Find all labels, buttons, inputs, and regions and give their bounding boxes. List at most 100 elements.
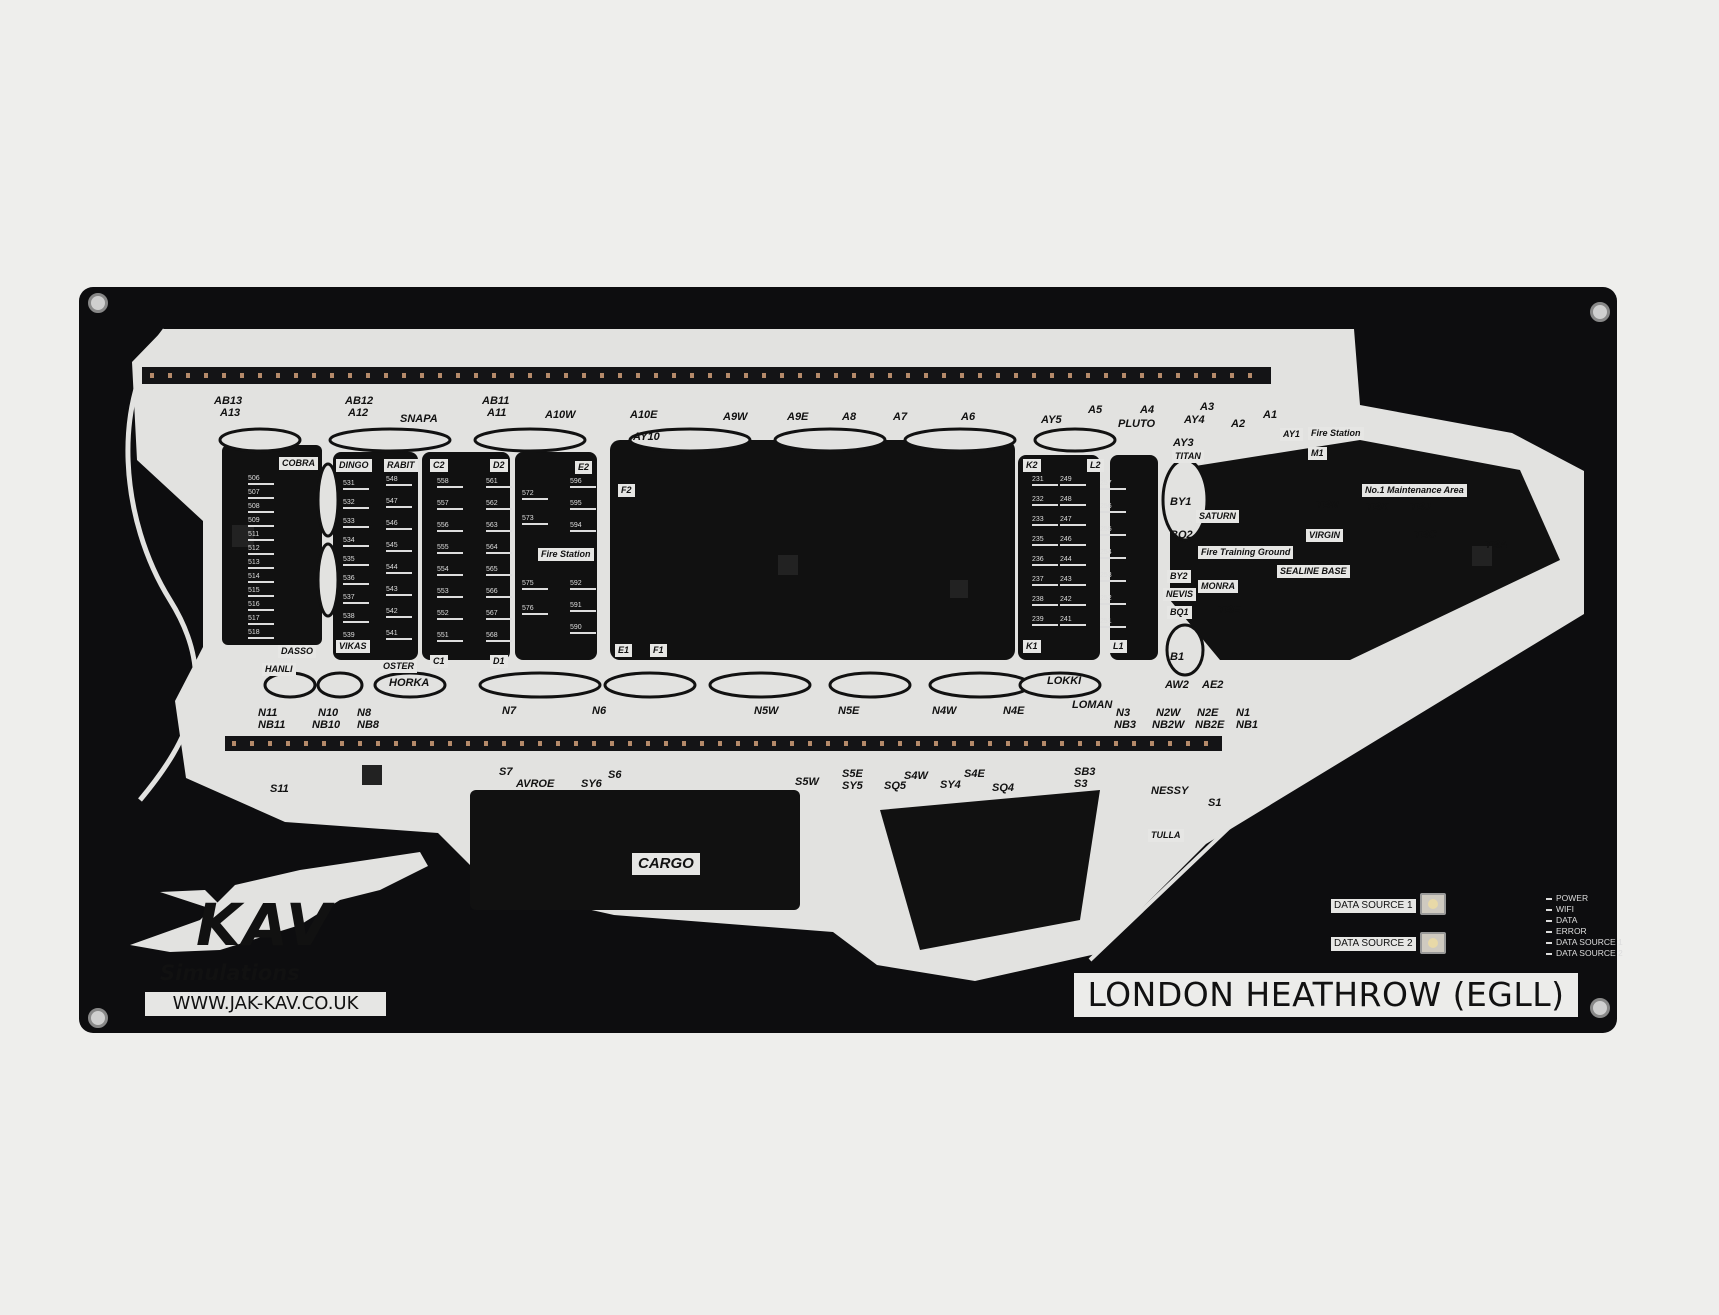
map-label-ay1: AY1 (1280, 428, 1303, 441)
stand-number: 248 (1060, 496, 1086, 506)
stand-number: 255 (1100, 526, 1126, 536)
map-label-tbe: TBE (1218, 604, 1240, 616)
map-label-n8: N8 (357, 707, 372, 719)
map-label-c2: C2 (430, 459, 448, 472)
stand-number: 254 (1100, 549, 1126, 559)
data-source-2-label: DATA SOURCE 2 (1331, 937, 1416, 951)
stand-number: 568 (486, 632, 512, 642)
map-label-a11: A11 (487, 407, 507, 419)
stand-number: 539 (343, 632, 369, 642)
stand-number: 257 (1100, 480, 1126, 490)
map-label-a10w: A10W (545, 409, 576, 421)
stand-number: 576 (522, 605, 548, 615)
led-data: DATA (1546, 915, 1623, 926)
map-label-aw2: AW2 (1165, 679, 1189, 691)
mounting-hole (1590, 998, 1610, 1018)
stand-number: 554 (437, 566, 463, 576)
map-label-n7: N7 (502, 705, 517, 717)
stand-number: 231 (1032, 476, 1058, 486)
stand-number: 532 (343, 499, 369, 509)
stand-number: 536 (343, 575, 369, 585)
map-label-d1: D1 (490, 655, 508, 668)
map-label-snapa: SNAPA (400, 413, 438, 425)
status-led-legend: POWER WIFI DATA ERROR DATA SOURCE 1 DATA… (1546, 893, 1623, 959)
stand-number: 233 (1032, 516, 1058, 526)
map-label-no-1-maintenance-area: No.1 Maintenance Area (1362, 484, 1467, 497)
map-label-ay4: AY4 (1184, 414, 1205, 426)
stand-number: 566 (486, 588, 512, 598)
map-label-b1: B1 (1170, 651, 1185, 663)
stand-number: 514 (248, 573, 274, 583)
map-label-l1: L1 (1110, 640, 1127, 653)
map-label-s1: S1 (1208, 797, 1222, 809)
stand-number: 544 (386, 564, 412, 574)
data-source-2-button[interactable] (1420, 932, 1446, 954)
map-label-fire-station: Fire Station (1308, 427, 1364, 440)
stand-number: 533 (343, 518, 369, 528)
map-label-m1: M1 (1308, 447, 1327, 460)
led-power: POWER (1546, 893, 1623, 904)
map-label-c1: C1 (430, 655, 448, 668)
map-label-s3: S3 (1074, 778, 1088, 790)
map-label-n3: N3 (1116, 707, 1131, 719)
stand-number: 575 (522, 580, 548, 590)
map-label-n5e: N5E (838, 705, 860, 717)
runway-south (225, 736, 1222, 751)
stand-number: 565 (486, 566, 512, 576)
map-label-vikas: VIKAS (336, 640, 370, 653)
stand-number: 518 (248, 629, 274, 639)
perimeter-road (125, 328, 199, 802)
map-label-saturn: SATURN (1196, 510, 1239, 523)
map-label-fire-station: Fire Station (538, 548, 594, 561)
taxiway-islands (218, 427, 1209, 699)
stand-number: 531 (343, 480, 369, 490)
map-label-sq4: SQ4 (992, 782, 1015, 794)
map-label-a8: A8 (842, 411, 857, 423)
stand-number: 552 (437, 610, 463, 620)
stand-number: 535 (343, 556, 369, 566)
stand-number: 515 (248, 587, 274, 597)
map-label-hanli: HANLI (262, 663, 296, 676)
stand-number: 247 (1060, 516, 1086, 526)
map-label-nb10: NB10 (312, 719, 341, 731)
brand-logo-text: KAV (196, 891, 333, 959)
stand-number: 235 (1032, 536, 1058, 546)
map-label-a7: A7 (893, 411, 908, 423)
map-label-nb3: NB3 (1114, 719, 1137, 731)
stand-number: 538 (343, 613, 369, 623)
stand-number: 256 (1100, 503, 1126, 513)
kav-plane-logo (130, 852, 428, 952)
map-label-n4e: N4E (1003, 705, 1025, 717)
website-url[interactable]: WWW.JAK-KAV.CO.UK (145, 992, 386, 1016)
mounting-hole (88, 293, 108, 313)
map-label-bq2: BQ2 (1170, 529, 1193, 541)
stand-number: 561 (486, 478, 512, 488)
map-label-ay5: AY5 (1041, 414, 1062, 426)
map-label-a4: A4 (1140, 404, 1155, 416)
map-label-f1: F1 (650, 644, 667, 657)
map-label-lokki: LOKKI (1047, 675, 1082, 687)
stand-number: 513 (248, 559, 274, 569)
map-label-cobra: COBRA (279, 457, 318, 470)
stand-number: 551 (437, 632, 463, 642)
map-label-dasso: DASSO (278, 645, 317, 658)
stand-number: 542 (386, 608, 412, 618)
map-label-oster: OSTER (380, 660, 418, 673)
stand-number: 243 (1060, 576, 1086, 586)
map-label-a13: A13 (220, 407, 241, 419)
stand-number: 595 (570, 500, 596, 510)
map-label-k1: K1 (1023, 640, 1041, 653)
map-label-l2: L2 (1087, 459, 1104, 472)
map-label-a5: A5 (1088, 404, 1103, 416)
map-label-sb3: SB3 (1074, 766, 1096, 778)
map-label-nb2w: NB2W (1152, 719, 1185, 731)
stand-number: 556 (437, 522, 463, 532)
stand-number: 555 (437, 544, 463, 554)
map-label-nb1: NB1 (1236, 719, 1259, 731)
map-label-ab13: AB13 (214, 395, 243, 407)
stand-number: 537 (343, 594, 369, 604)
map-label-pluto: PLUTO (1118, 418, 1156, 430)
data-source-1-button[interactable] (1420, 893, 1446, 915)
stand-number: 592 (570, 580, 596, 590)
map-label-s4e: S4E (964, 768, 985, 780)
